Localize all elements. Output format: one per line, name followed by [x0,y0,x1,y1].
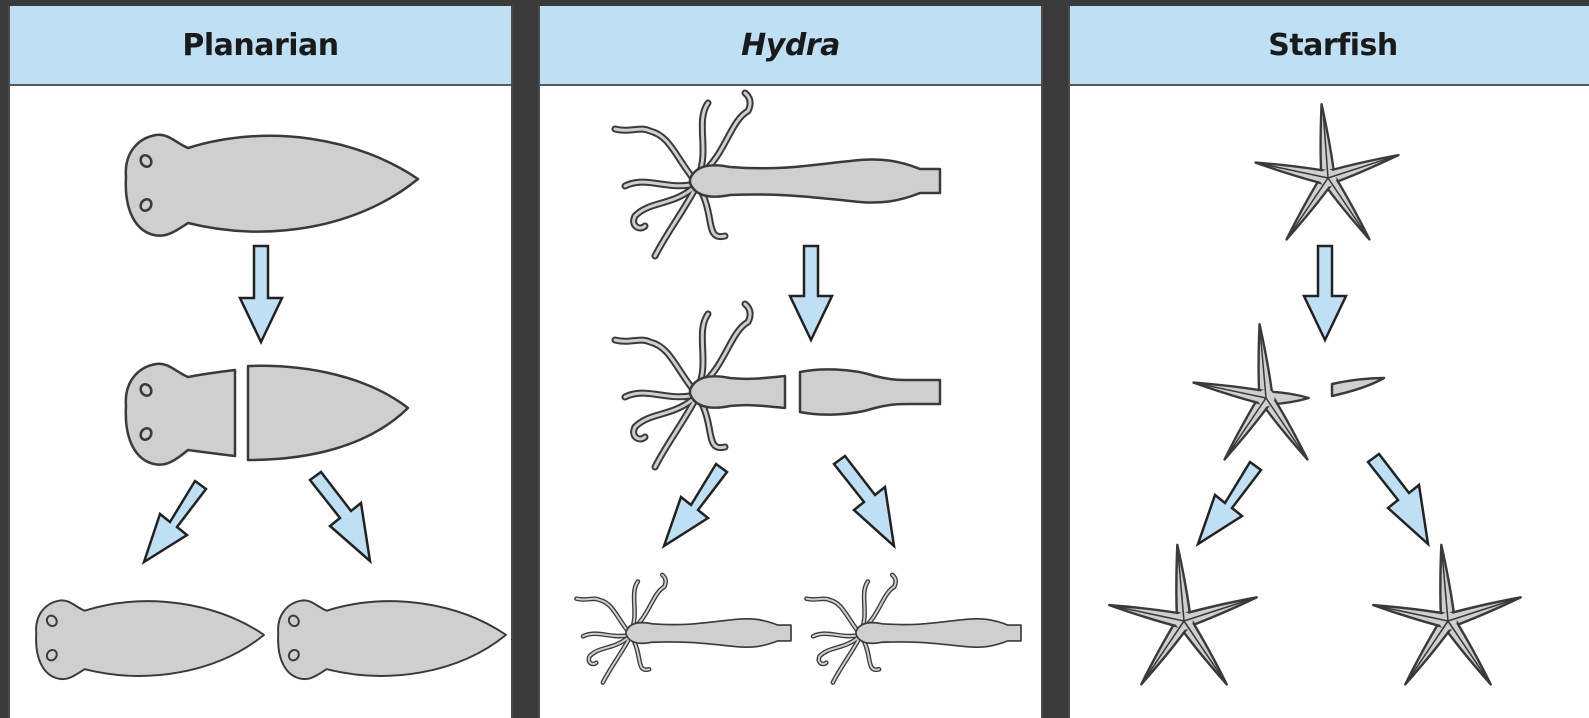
panel-title: Hydra [540,6,1041,86]
planarian-regenerated-left [36,600,264,679]
panel-hydra: Hydra [538,6,1043,718]
down-left-arrow-icon [664,464,727,546]
planarian-cut-head [126,364,235,465]
starfish-severed-arm [1332,378,1384,396]
starfish-diagram [1070,86,1589,712]
down-right-arrow-icon [310,472,370,561]
hydra-cut-head [615,304,785,467]
hydra-cut-tail [800,369,940,414]
panel-title: Starfish [1070,6,1589,86]
starfish-regenerated-left [1108,544,1259,688]
down-left-arrow-icon [144,481,206,562]
hydra-diagram [540,86,1041,712]
panel-starfish: Starfish [1068,6,1589,718]
down-right-arrow-icon [1368,454,1428,544]
down-arrow-icon [790,246,832,340]
down-left-arrow-icon [1198,462,1261,544]
down-arrow-icon [240,246,282,342]
planarian-regenerated-right [278,600,506,679]
starfish-whole [1254,104,1400,244]
panel-title: Planarian [10,6,511,86]
hydra-regenerated-right [807,575,1022,683]
panel-planarian: Planarian [8,6,513,718]
planarian-cut-tail [248,366,408,460]
down-arrow-icon [1304,246,1346,340]
planarian-diagram [10,86,511,712]
starfish-regenerated-right [1372,544,1523,688]
hydra-whole [615,93,940,256]
starfish-cut-body [1192,324,1313,464]
planarian-whole [126,135,418,236]
down-right-arrow-icon [834,456,894,546]
hydra-regenerated-left [577,575,792,683]
